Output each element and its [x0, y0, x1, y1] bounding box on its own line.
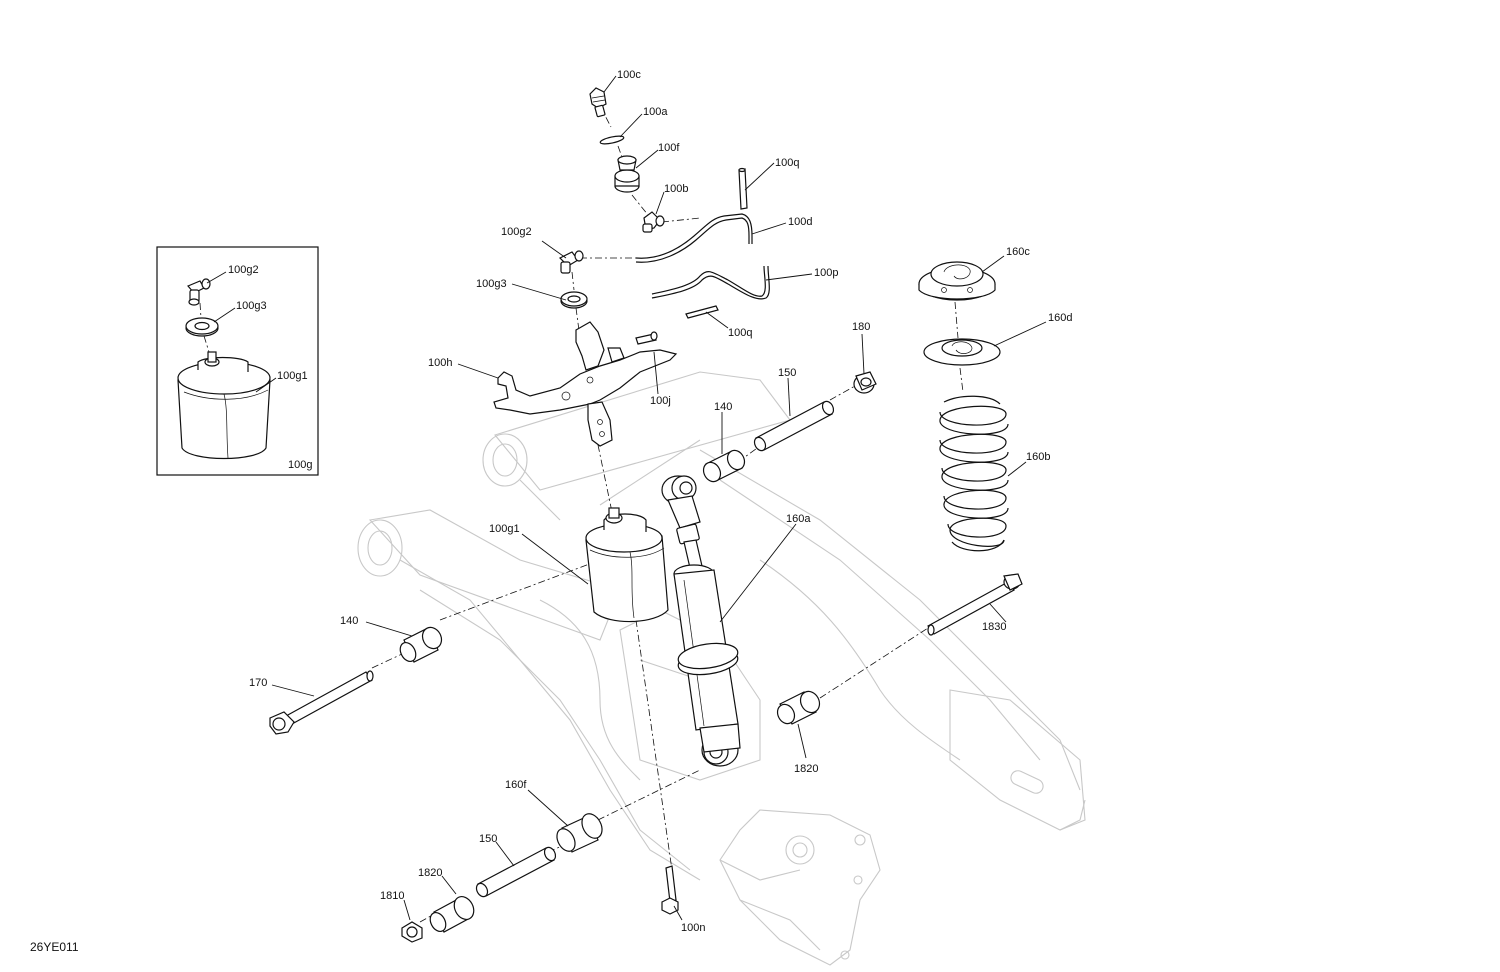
label-160a: 160a [786, 513, 811, 525]
part-100h-mounting-bracket [493, 321, 678, 447]
inset-label-100g: 100g [288, 459, 312, 471]
part-150-sleeve-bottom [475, 846, 557, 898]
part-100q-pin-top [738, 167, 748, 210]
inset-nut-100g3 [185, 317, 219, 337]
part-180-cap [853, 371, 877, 394]
label-140-top: 140 [714, 401, 732, 413]
label-1810: 1810 [380, 890, 404, 902]
part-150-sleeve-top [753, 400, 835, 452]
part-100a-o-ring [599, 135, 625, 145]
part-1810-nut [401, 921, 423, 943]
label-100c: 100c [617, 69, 641, 81]
label-100j: 100j [650, 395, 671, 407]
part-160d-spring-seat [923, 338, 1001, 366]
part-100n-bolt [661, 865, 679, 915]
part-1830-long-bolt [927, 573, 1023, 636]
label-180: 180 [852, 321, 870, 333]
label-150-bottom: 150 [479, 833, 497, 845]
part-160a-shock-absorber [661, 475, 741, 767]
part-140-bushing-left [399, 626, 443, 663]
label-100q-top: 100q [775, 157, 799, 169]
part-100c-valve-stem [589, 87, 607, 118]
label-150-top: 150 [778, 367, 796, 379]
swing-arm-frame-ghost [357, 371, 1086, 966]
part-100d-hose [635, 213, 753, 263]
inset-label-100g2: 100g2 [228, 264, 259, 276]
part-160c-spring-retainer [918, 261, 996, 301]
part-170-bolt [269, 670, 374, 735]
label-100h: 100h [428, 357, 452, 369]
inset-elbow-fitting-100g2 [187, 278, 211, 306]
label-100q-bottom: 100q [728, 327, 752, 339]
part-100p-hose [651, 265, 770, 300]
drawing-code: 26YE011 [30, 940, 79, 954]
label-1830: 1830 [982, 621, 1006, 633]
label-100d: 100d [788, 216, 812, 228]
part-140-bushing-top [702, 449, 746, 483]
label-160d: 160d [1048, 312, 1072, 324]
part-100q-pin-bottom [685, 305, 719, 319]
inset-label-100g1: 100g1 [277, 370, 308, 382]
air-spring-inset: 100g2 100g3 100g1 100g [156, 246, 319, 476]
label-100g2: 100g2 [501, 226, 532, 238]
leader-lines [271, 75, 1047, 921]
label-140-left: 140 [340, 615, 358, 627]
part-160b-coil-spring [939, 395, 1009, 552]
label-100b: 100b [664, 183, 688, 195]
part-100g2-elbow-fitting [558, 250, 584, 274]
part-100f-valve-cap [614, 155, 640, 193]
part-100g3-nut [560, 291, 588, 309]
label-1820-right: 1820 [794, 763, 818, 775]
label-160f: 160f [505, 779, 527, 791]
label-170: 170 [249, 677, 267, 689]
part-160f-bushing [556, 813, 603, 853]
label-100n: 100n [681, 922, 705, 934]
inset-air-canister-100g1 [177, 351, 271, 460]
label-100g3: 100g3 [476, 278, 507, 290]
assembly-center-lines [371, 103, 964, 923]
inset-label-100g3: 100g3 [236, 300, 267, 312]
label-100a: 100a [643, 106, 668, 118]
part-labels: 100c 100a 100f 100b 100q 100d 100g2 100p… [249, 69, 1072, 934]
label-1820-bottom: 1820 [418, 867, 442, 879]
part-100g1-air-canister [585, 507, 669, 623]
label-100p: 100p [814, 267, 838, 279]
part-100b-elbow-fitting [642, 211, 665, 233]
label-160c: 160c [1006, 246, 1030, 258]
part-1820-bushing-bottom [429, 895, 475, 933]
part-1820-bushing-right [776, 690, 821, 725]
label-100g1: 100g1 [489, 523, 520, 535]
label-160b: 160b [1026, 451, 1050, 463]
label-100f: 100f [658, 142, 680, 154]
